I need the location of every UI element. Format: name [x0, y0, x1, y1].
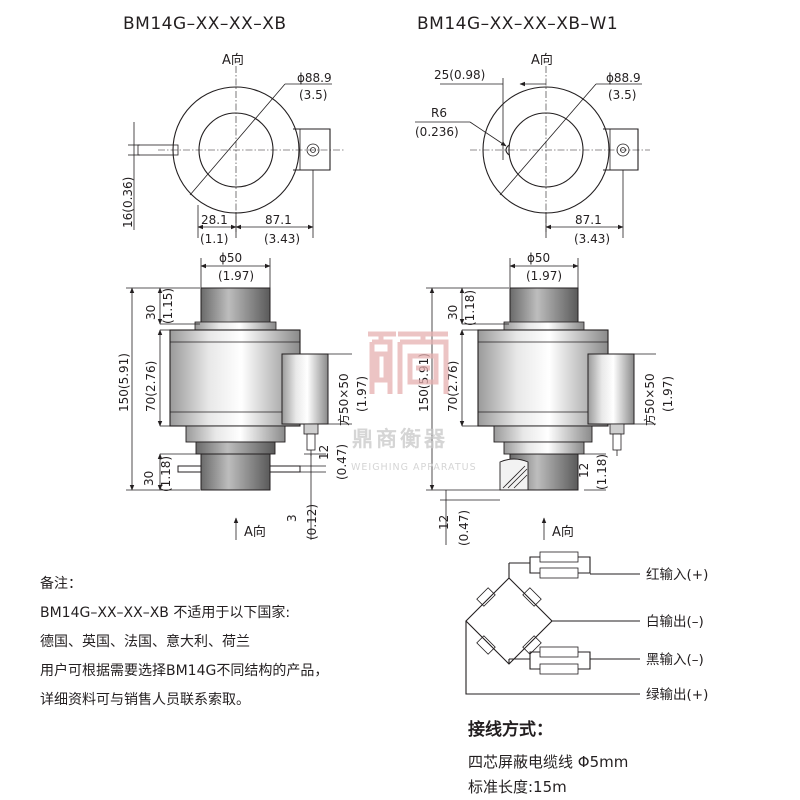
- left-top-view: A向 ϕ88.9 (3.5) 16(0.36) 28.1 (1.1) 87.1 …: [121, 52, 345, 246]
- cable-spec: 四芯屏蔽电缆线 Φ5mm: [468, 753, 628, 771]
- dim-in1-15: (1.15): [161, 288, 175, 324]
- brand-watermark: 鼎商衡器 WEIGHING APPARATUS: [351, 331, 477, 473]
- dim-in1-97-box-right: (1.97): [661, 376, 675, 412]
- dim-sq50-right: 方50×50: [642, 373, 657, 426]
- dim-in1-18-top-right: (1.18): [463, 290, 477, 326]
- dim-phi88-left: ϕ88.9: [297, 71, 332, 85]
- dim-r6: R6: [431, 106, 447, 120]
- dim-in1-18-gland-right: (1.18): [595, 454, 609, 490]
- view-a-label-top-left: A向: [222, 52, 244, 68]
- view-a-label-bottom-left: A向: [244, 524, 266, 540]
- dim-phi50-left: ϕ50: [219, 251, 242, 265]
- notes-line-2: 德国、英国、法国、意大利、荷兰: [40, 633, 250, 650]
- wiring-heading: 接线方式：: [468, 719, 553, 740]
- cable-length: 标准长度:15m: [468, 778, 567, 796]
- dim-87-1-right: 87.1: [575, 213, 602, 227]
- dim-in1-97-right: (1.97): [526, 269, 562, 283]
- dim-16-left: 16(0.36): [121, 177, 135, 228]
- notes-line-1: BM14G–XX–XX–XB 不适用于以下国家:: [40, 604, 290, 621]
- wiring-diagram: 红输入(+) 白输出(–) 黑输入(–) 绿输出(+): [465, 551, 708, 703]
- view-a-label-bottom-right: A向: [552, 524, 574, 540]
- wire-white-output: 白输出(–): [646, 614, 704, 630]
- dim-in3-5-left: (3.5): [299, 88, 327, 102]
- dim-in3-43-right: (3.43): [574, 232, 610, 246]
- left-side-view: ϕ50 (1.97) 30 (1.15) 150(5.91: [117, 251, 369, 540]
- right-side-view: ϕ50 (1.97) 30 (1.18) 150(5.91): [417, 251, 675, 546]
- wire-green-output: 绿输出(+): [646, 687, 708, 703]
- dim-in0-47-left: (0.47): [335, 444, 349, 480]
- dim-87-1-left: 87.1: [265, 213, 292, 227]
- wiring-spec: 接线方式： 四芯屏蔽电缆线 Φ5mm 标准长度:15m: [468, 719, 628, 796]
- watermark-sub: WEIGHING APPARATUS: [351, 462, 477, 473]
- dim-in1-97-box-left: (1.97): [355, 376, 369, 412]
- dim-30-bottom-left: 30: [142, 471, 156, 486]
- dim-70-left: 70(2.76): [144, 361, 158, 412]
- left-model-title: BM14G–XX–XX–XB: [123, 14, 287, 34]
- dim-in0-47-bottom-right: (0.47): [457, 510, 471, 546]
- dim-28-1: 28.1: [201, 213, 228, 227]
- dim-25: 25(0.98): [434, 68, 485, 82]
- watermark-brand: 鼎商衡器: [352, 427, 448, 451]
- dim-150-left: 150(5.91): [117, 353, 131, 412]
- dim-12-gland-right: 12: [577, 463, 591, 478]
- notes-line-4: 详细资料可与销售人员联系索取。: [40, 691, 250, 708]
- dim-in3-43-left: (3.43): [264, 232, 300, 246]
- view-a-label-top-right: A向: [531, 52, 553, 68]
- dim-12-bottom-right: 12: [437, 515, 451, 530]
- dim-sq50-left: 方50×50: [336, 373, 351, 426]
- wire-black-input: 黑输入(–): [646, 652, 704, 668]
- dim-in1-18-left: (1.18): [159, 456, 173, 492]
- dim-in1-97-left: (1.97): [218, 269, 254, 283]
- brand-logo-icon: [368, 331, 449, 394]
- dim-phi88-right: ϕ88.9: [606, 71, 641, 85]
- dim-in0-236: (0.236): [415, 125, 459, 139]
- notes-line-3: 用户可根据需要选择BM14G不同结构的产品，: [40, 662, 328, 679]
- right-top-view: A向 ϕ88.9 (3.5) 25(0.98) R6 (0.236) 87.1 …: [415, 52, 650, 246]
- dim-70-right: 70(2.76): [446, 361, 460, 412]
- wire-red-input: 红输入(+): [646, 567, 708, 583]
- dim-30-top-left: 30: [144, 305, 158, 320]
- dim-30-top-right: 30: [446, 305, 460, 320]
- dim-phi50-right: ϕ50: [527, 251, 550, 265]
- notes-heading: 备注：: [40, 575, 82, 592]
- dim-in1-1: (1.1): [200, 232, 228, 246]
- right-model-title: BM14G–XX–XX–XB–W1: [417, 14, 618, 34]
- dim-3: 3: [285, 514, 299, 522]
- notes-block: 备注： BM14G–XX–XX–XB 不适用于以下国家: 德国、英国、法国、意大…: [40, 575, 328, 708]
- dim-in3-5-right: (3.5): [608, 88, 636, 102]
- dim-12-left: 12: [317, 445, 331, 460]
- dim-in0-12: (0.12): [305, 504, 319, 540]
